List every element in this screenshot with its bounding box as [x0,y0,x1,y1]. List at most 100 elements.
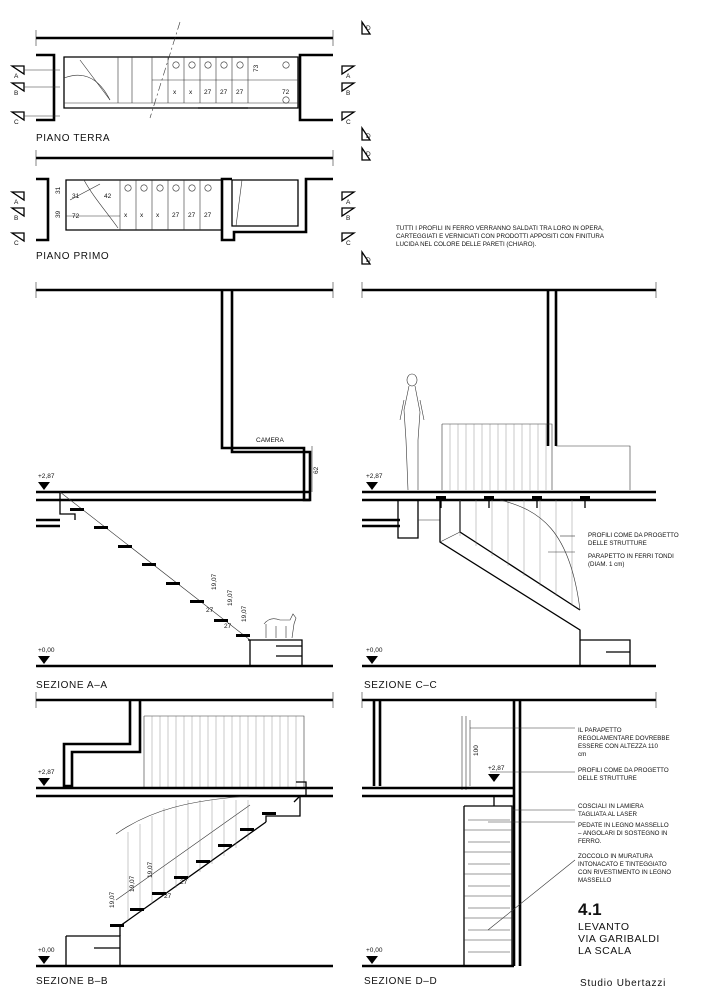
first-dim-31a: 31 [55,186,62,194]
dd-note5-l3: CON RIVESTIMENTO IN LEGNO [578,869,671,876]
bb-riser-3: 19,07 [147,861,154,878]
ground-dim-72: 72 [282,89,290,96]
dd-level-top-label: +2,87 [488,765,505,772]
dd-level-bottom: +0,00 [366,947,383,964]
marker-b-left: B [14,90,18,97]
marker-d-top: D [366,25,371,32]
bb-level-bottom-label: +0,00 [38,947,55,954]
general-note-line2: CARTEGGIATI E VERNICIATI CON PRODOTTI AP… [396,233,605,240]
dd-note5-l1: ZOCCOLO IN MURATURA [578,853,654,860]
cc-profiles [436,496,590,508]
dd-note5-l4: MASSELLO [578,877,612,884]
aa-level-bottom: +0,00 [38,647,55,664]
marker-b-right: B [346,90,350,97]
cc-level-top: +2,87 [366,473,383,490]
ground-dim-tread-1: 27 [204,89,212,96]
marker-a-right-2: A [346,199,351,206]
first-dim-72: 72 [72,213,80,220]
section-dd-label: SEZIONE D–D [364,976,437,987]
dd-note1-l3: ESSERE CON ALTEZZA 110 [578,743,658,750]
marker-c-right: C [346,119,351,126]
marker-a-right: A [346,73,351,80]
cc-note-profiles-2: DELLE STRUTTURE [588,540,647,547]
title-line1: LEVANTO [578,921,630,933]
first-mark-3: x [156,212,160,219]
bb-riser-2: 19,07 [129,875,136,892]
first-step-numbers [124,184,212,192]
human-figure [399,373,425,491]
first-dim-39: 39 [55,210,62,218]
dog-figure [263,613,297,639]
cc-note-parapet-1: PARAPETTO IN FERRI TONDI [588,553,674,560]
cc-note-profiles-1: PROFILI COME DA PROGETTO [588,532,679,539]
aa-riser-2: 19,07 [227,589,234,606]
first-mark-1: x [124,212,128,219]
section-bb-label: SEZIONE B–B [36,976,108,987]
dd-note4-l2: – ANGOLARI DI SOSTEGNO IN [578,830,667,837]
aa-riser-1: 19,07 [211,573,218,590]
ground-section-markers-left: A B C [9,65,60,126]
title-line3: LA SCALA [578,945,632,957]
aa-dim-62: 62 [313,466,320,474]
cc-level-top-label: +2,87 [366,473,383,480]
marker-b-right-2: B [346,215,350,222]
section-dd: 100 IL PARAPETTO REGOLAMENTARE DOVREBBE … [361,692,671,987]
marker-d-top-2: D [366,151,371,158]
aa-level-top-label: +2,87 [38,473,55,480]
ground-mark-2: x [189,89,193,96]
bb-tread-2: 27 [180,879,188,886]
ground-mark-1: x [173,89,177,96]
cc-level-bottom: +0,00 [366,647,383,664]
marker-d-bottom: D [366,133,371,140]
first-dim-tread-1: 27 [172,212,180,219]
first-dim-tread-2: 27 [188,212,196,219]
bb-riser-1: 19,07 [109,891,116,908]
general-note-line3: LUCIDA NEL COLORE DELLE PARETI (CHIARO). [396,241,537,248]
section-bb: 19,07 19,07 19,07 27 27 +2,87 +0,00 SEZI… [35,692,334,987]
title-line2: VIA GARIBALDI [578,933,660,945]
bb-level-top-label: +2,87 [38,769,55,776]
aa-riser-3: 19,07 [241,605,248,622]
ground-floor-plan: x x 27 27 27 72 73 A B C A B C D D PIANO… [9,19,372,144]
ground-step-numbers [172,61,290,104]
ground-dim-73: 73 [253,64,260,72]
aa-tread-1: 27 [206,607,214,614]
section-cc-label: SEZIONE C–C [364,680,437,691]
aa-treads [70,508,250,637]
first-section-markers: A B C A B C D D [9,145,372,265]
bb-treads [110,812,276,927]
first-mark-2: x [140,212,144,219]
dd-dim-100: 100 [473,745,480,756]
ground-floor-label: PIANO TERRA [36,133,110,144]
dd-note2-l2: DELLE STRUTTURE [578,775,637,782]
ground-dim-tread-3: 27 [236,89,244,96]
first-floor-label: PIANO PRIMO [36,251,109,262]
dd-level-top: +2,87 [488,765,505,782]
marker-a-left-2: A [14,199,19,206]
marker-c-left-2: C [14,240,19,247]
first-dim-tread-3: 27 [204,212,212,219]
dd-level-bottom-label: +0,00 [366,947,383,954]
dd-note1-l1: IL PARAPETTO [578,727,622,734]
marker-c-left: C [14,119,19,126]
ground-section-markers-right: A B C D D [341,19,372,141]
section-aa: CAMERA 62 19,07 19,07 19,07 27 27 + [35,282,334,691]
studio-name: Studio Ubertazzi [580,978,666,989]
dd-note3-l1: COSCIALI IN LAMIERA [578,803,645,810]
marker-a-left: A [14,73,19,80]
dd-note4-l1: PEDATE IN LEGNO MASSELLO [578,822,669,829]
dd-note4-l3: FERRO. [578,838,602,845]
dd-note3-l2: TAGLIATA AL LASER [578,811,637,818]
ground-dim-tread-2: 27 [220,89,228,96]
general-note-line1: TUTTI I PROFILI IN FERRO VERRANNO SALDAT… [396,225,604,232]
dd-note1-l2: REGOLAMENTARE DOVREBBE [578,735,670,742]
marker-c-right-2: C [346,240,351,247]
first-floor-plan: 31 31 39 42 72 x x x 27 27 27 A B C A B … [9,145,372,265]
bb-level-top: +2,87 [38,769,55,786]
aa-room-label: CAMERA [256,437,284,444]
bb-level-bottom: +0,00 [38,947,55,964]
sheet-number: 4.1 [578,900,602,919]
cc-level-bottom-label: +0,00 [366,647,383,654]
section-aa-label: SEZIONE A–A [36,680,108,691]
